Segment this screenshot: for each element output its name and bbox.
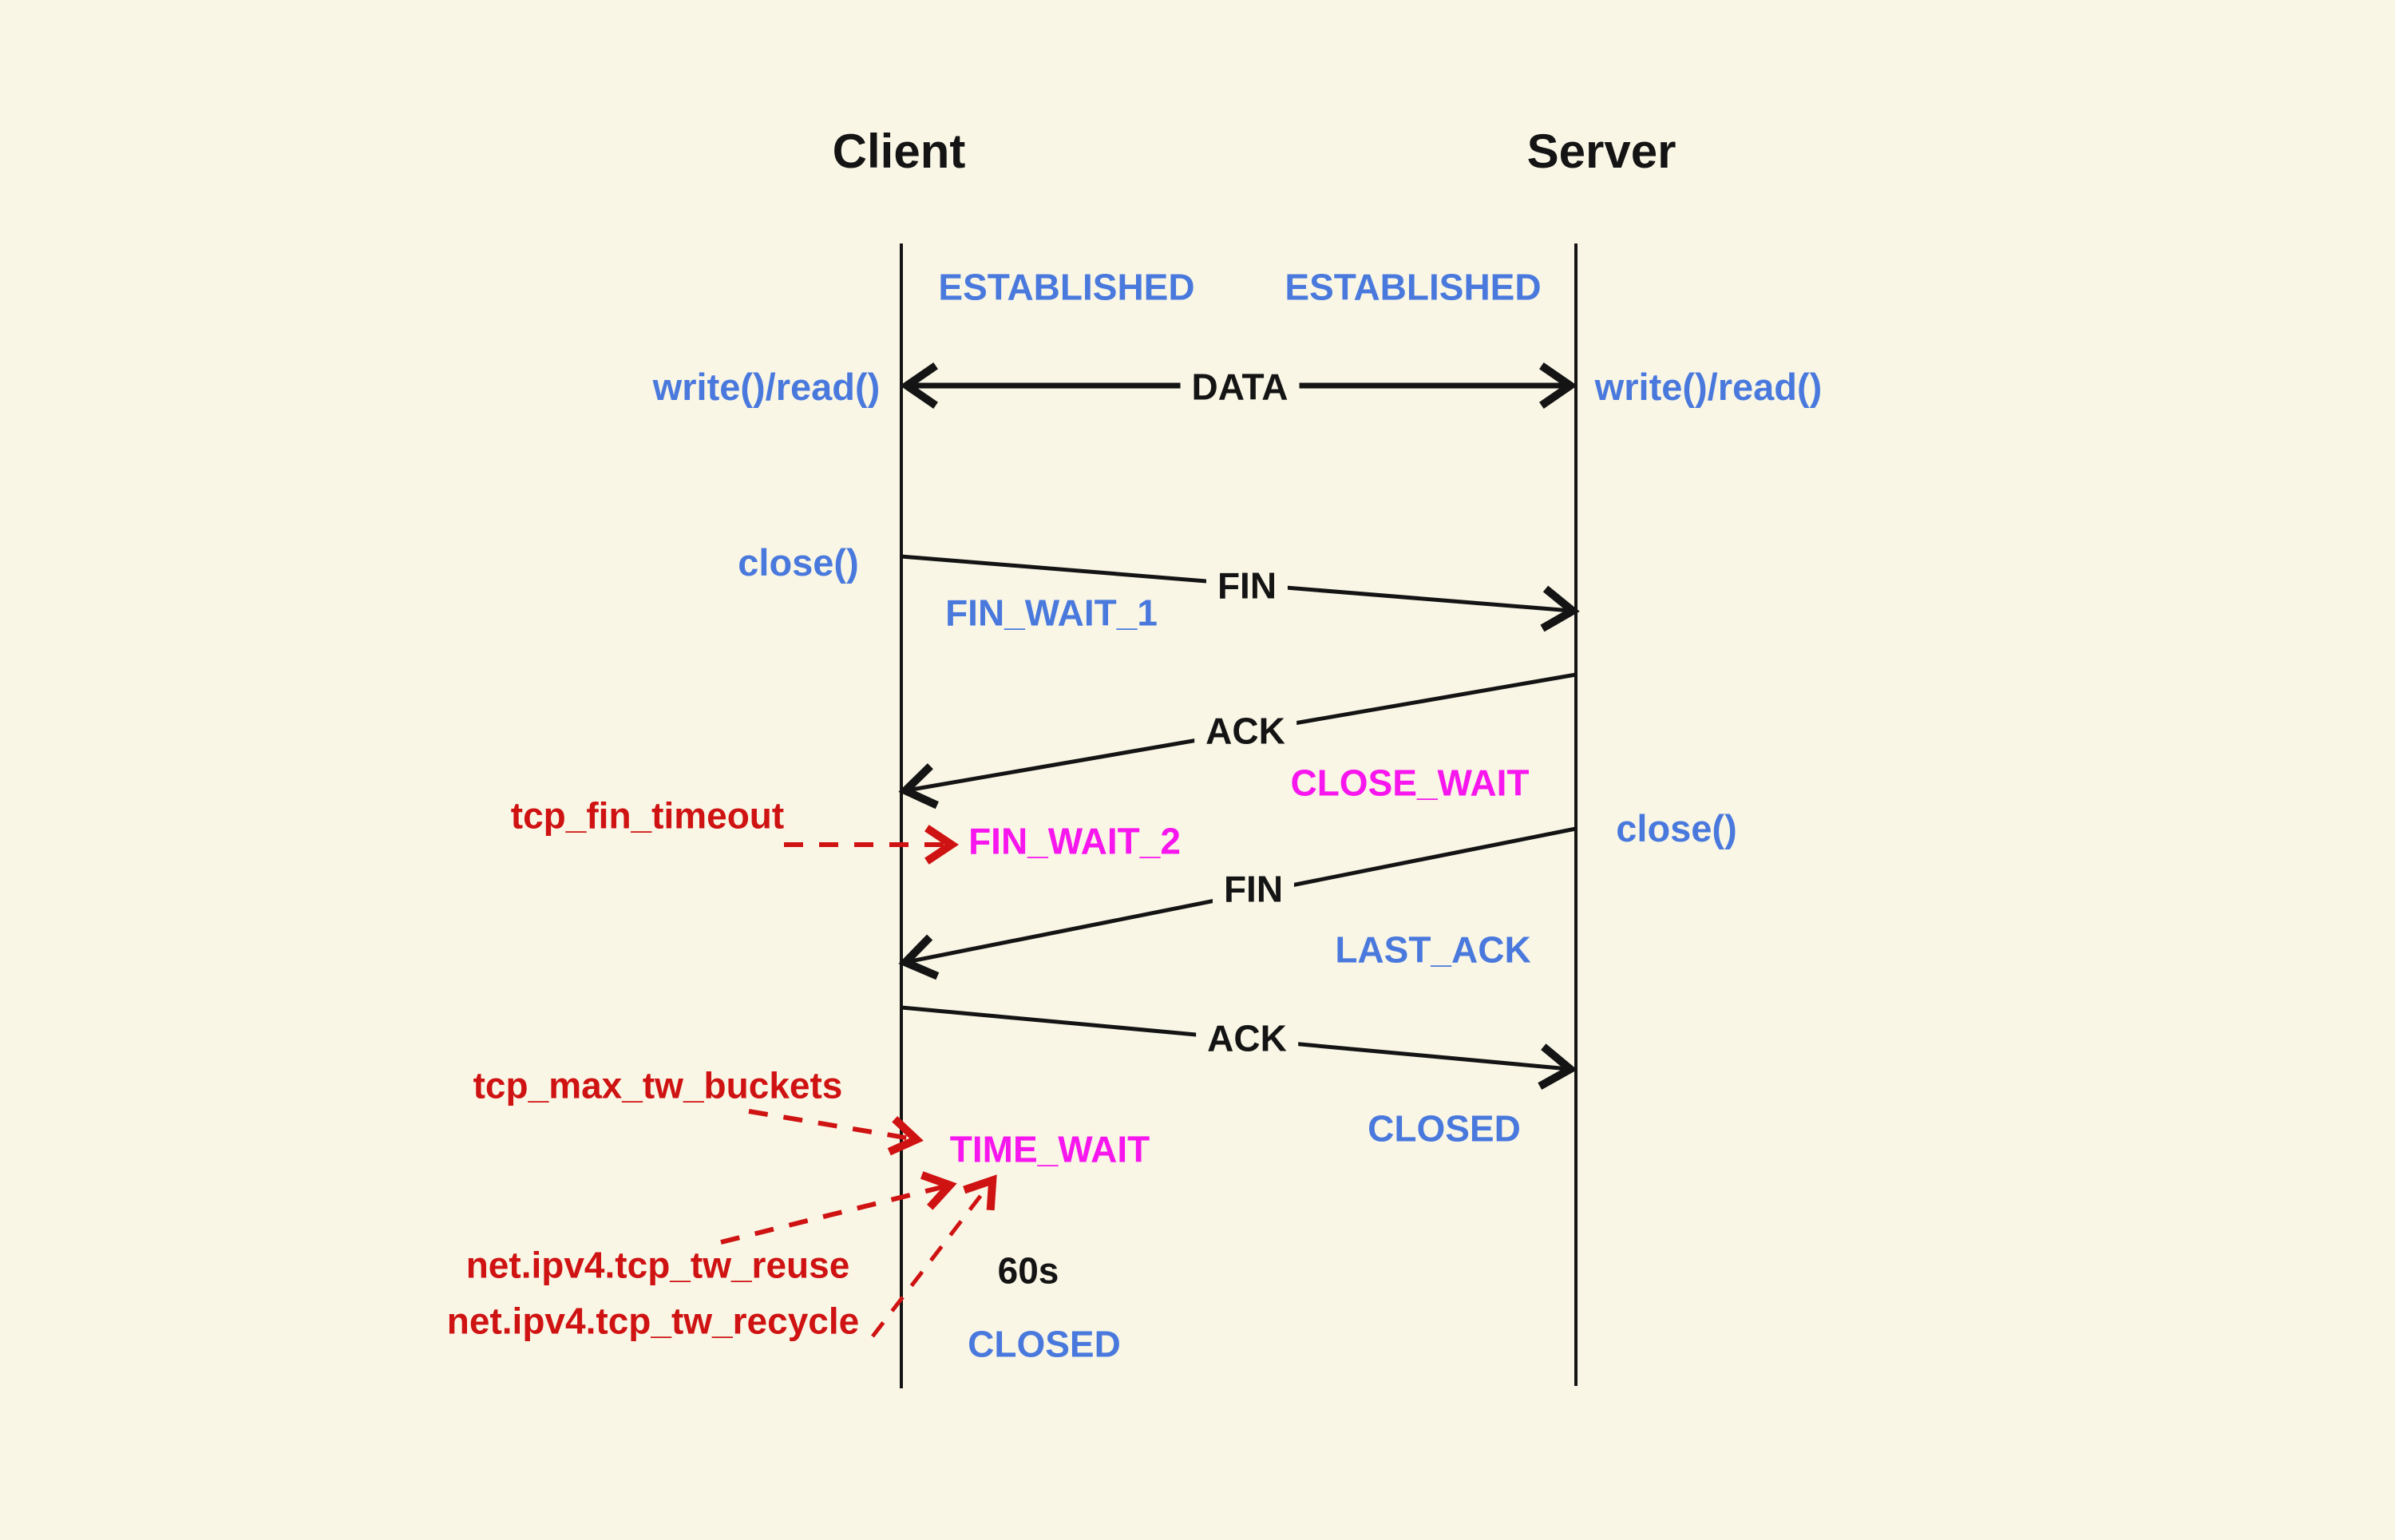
client-state-established: ESTABLISHED [938,266,1195,308]
tcp-tw-recycle-arrow [871,1174,997,1338]
ack1-message-label: ACK [1194,711,1296,752]
server-state-established: ESTABLISHED [1285,266,1542,308]
client-title: Client [832,125,966,178]
ack2-message-label: ACK [1196,1019,1298,1059]
server-state-last-ack: LAST_ACK [1335,928,1531,971]
server-write-read-label: write()/read() [1594,366,1823,409]
tcp-tw-recycle-label: net.ipv4.tcp_tw_recycle [446,1300,860,1342]
time-wait-duration-label: 60s [997,1249,1059,1292]
fin2-message-label: FIN [1212,869,1295,910]
client-state-time-wait: TIME_WAIT [949,1128,1150,1170]
tcp-tw-reuse-label: net.ipv4.tcp_tw_reuse [465,1244,850,1286]
client-state-fin-wait-2: FIN_WAIT_2 [968,820,1181,862]
tcp-fin-timeout-label: tcp_fin_timeout [510,794,785,837]
client-write-read-label: write()/read() [652,366,881,409]
tcp-tw-reuse-arrow [720,1171,957,1245]
tcp-max-tw-buckets-arrow [748,1109,924,1156]
server-state-closed: CLOSED [1368,1107,1521,1150]
server-state-close-wait: CLOSE_WAIT [1290,762,1530,804]
fin1-message-label: FIN [1205,566,1289,607]
data-message-label: DATA [1180,367,1300,408]
client-state-closed: CLOSED [968,1323,1121,1365]
client-state-fin-wait-1: FIN_WAIT_1 [945,592,1158,634]
tcp-max-tw-buckets-label: tcp_max_tw_buckets [473,1064,843,1107]
server-close-label: close() [1616,807,1737,850]
client-close-label: close() [738,541,859,584]
server-title: Server [1526,125,1676,178]
